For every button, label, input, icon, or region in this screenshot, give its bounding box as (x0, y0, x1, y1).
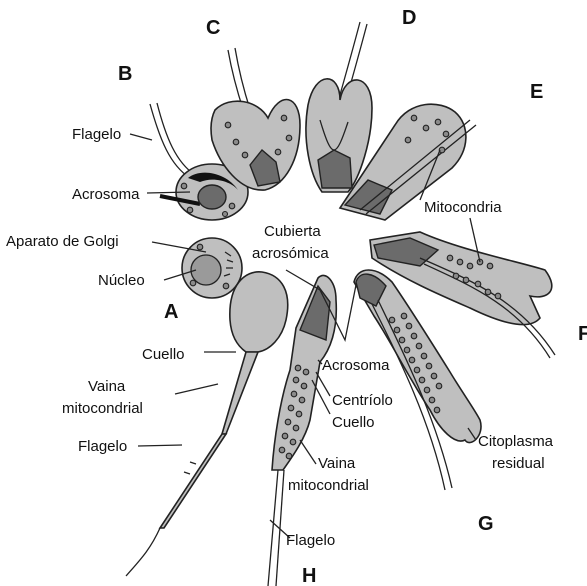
cell-stage-mature (126, 272, 288, 576)
label-vaina-h-1: Vaina (318, 455, 356, 472)
label-cuello-h: Cuello (332, 414, 375, 431)
label-flagelo-h: Flagelo (286, 532, 335, 549)
label-cuello-a: Cuello (142, 346, 185, 363)
stage-letter-a: A (164, 301, 178, 323)
label-vaina-a-1: Vaina (88, 378, 126, 395)
stage-letter-b: B (118, 63, 132, 85)
label-cubierta: Cubierta (264, 223, 321, 240)
cell-stage-d (306, 22, 372, 192)
label-flagelo-a: Flagelo (78, 438, 127, 455)
stage-letter-c: C (206, 17, 220, 39)
label-acrosomica: acrosómica (252, 245, 329, 262)
stage-letter-h: H (302, 565, 316, 586)
label-citoplasma-1: Citoplasma (478, 433, 554, 450)
label-nucleo: Núcleo (98, 272, 145, 289)
label-citoplasma-2: residual (492, 455, 545, 472)
stage-letter-d: D (402, 7, 416, 29)
label-vaina-a-2: mitocondrial (62, 400, 143, 417)
stage-letter-f: F (578, 323, 587, 345)
label-centriolo: Centríolo (332, 392, 393, 409)
label-mitocondria: Mitocondria (424, 199, 502, 216)
label-vaina-h-2: mitocondrial (288, 477, 369, 494)
label-flagelo-b: Flagelo (72, 126, 121, 143)
stage-letter-e: E (530, 81, 543, 103)
label-golgi: Aparato de Golgi (6, 233, 119, 250)
label-acrosoma-b: Acrosoma (72, 186, 140, 203)
label-acrosoma-h: Acrosoma (322, 357, 390, 374)
cell-stage-a (182, 238, 242, 298)
stage-letter-g: G (478, 513, 494, 535)
